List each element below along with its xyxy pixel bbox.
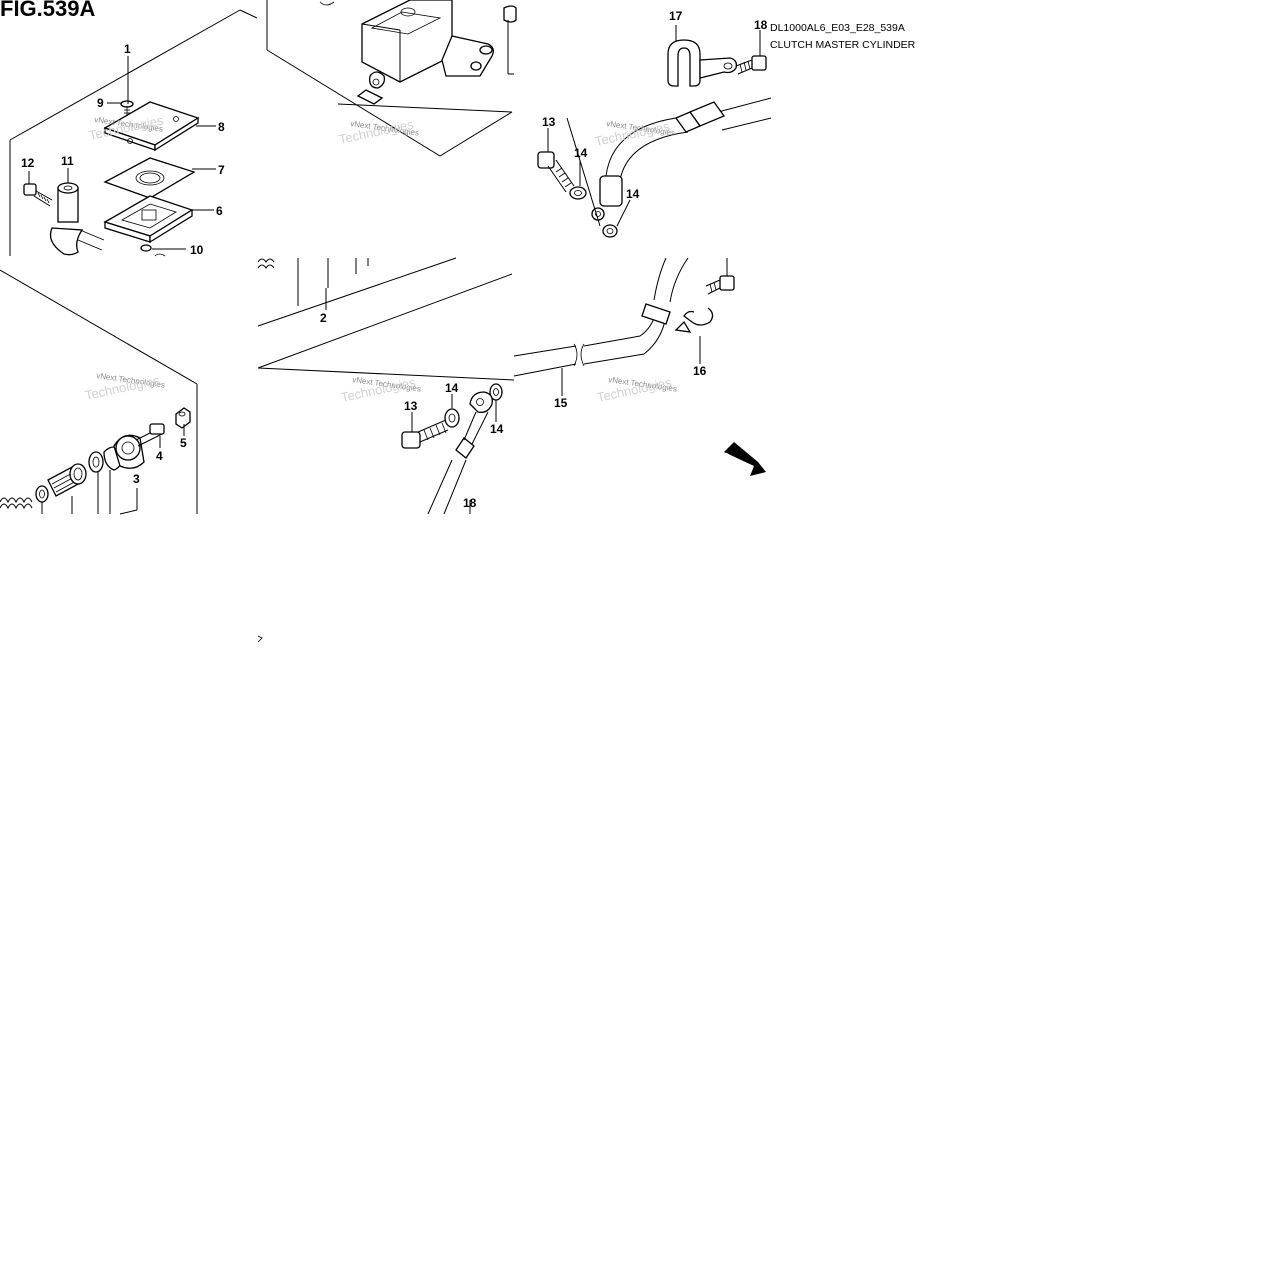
callout-13-lower: 13: [404, 399, 418, 413]
tile-hose-upper: [537, 25, 772, 238]
watermarks: vNext Technologies vNext Technologies vN…: [84, 112, 678, 405]
tile-reservoir: [9, 9, 258, 257]
callout-6: 6: [216, 204, 223, 218]
push-rod: [135, 423, 165, 447]
callout-1: 1: [124, 42, 131, 56]
diaphragm-plate: [103, 157, 196, 199]
piston: [47, 463, 87, 497]
fwd-arrow: FWD: [721, 442, 766, 476]
callout-14-d: 14: [490, 422, 504, 436]
callout-7: 7: [218, 163, 225, 177]
callout-labels: 1 2 3 4 5 6 7 8 9 10 11 12 13 13 14 14 1…: [21, 9, 768, 510]
diaphragm: [103, 195, 194, 244]
tile-piston-kit: [0, 269, 198, 515]
boot-3: [113, 434, 145, 469]
callout-14-c: 14: [445, 381, 459, 395]
svg-text:Technologies: Technologies: [338, 116, 416, 147]
callout-2: 2: [320, 311, 327, 325]
callout-17: 17: [669, 9, 683, 23]
banjo-bolt-13-lower: [401, 419, 449, 449]
callout-8: 8: [218, 120, 225, 134]
bolt-18-lower: [705, 258, 735, 295]
reservoir-cap: [103, 101, 200, 152]
callout-4: 4: [156, 449, 163, 463]
callout-11: 11: [61, 154, 74, 168]
banjo-bolt-13-upper: [537, 151, 575, 193]
callout-18-lower: 18: [463, 496, 477, 510]
callout-10: 10: [190, 243, 204, 257]
bolt-18-upper: [735, 55, 767, 75]
nut-5: [175, 407, 191, 429]
figure-title: FIG.539A: [0, 0, 96, 21]
reservoir-holder: [49, 182, 105, 256]
tile-hose-lower: [257, 257, 515, 515]
tile-hose-clip: FWD: [513, 257, 766, 476]
screw-9: [120, 100, 134, 116]
clip-10: [140, 244, 186, 257]
hose-clip-16: [674, 307, 714, 364]
callout-15: 15: [554, 396, 568, 410]
callout-14-a: 14: [574, 146, 588, 160]
callout-13-upper: 13: [542, 115, 556, 129]
callout-3: 3: [133, 472, 140, 486]
callout-16: 16: [693, 364, 707, 378]
tile-cylinder-body: [266, 0, 517, 157]
screw-12: [23, 183, 53, 207]
hose-clamp: [667, 39, 738, 87]
callout-9: 9: [97, 96, 104, 110]
callout-5: 5: [180, 436, 187, 450]
callout-12: 12: [21, 156, 35, 170]
callout-18-upper: 18: [754, 18, 768, 32]
callout-14-b: 14: [626, 187, 640, 201]
figure-name: CLUTCH MASTER CYLINDER: [770, 39, 916, 51]
figure-code: DL1000AL6_E03_E28_539A: [770, 22, 905, 34]
